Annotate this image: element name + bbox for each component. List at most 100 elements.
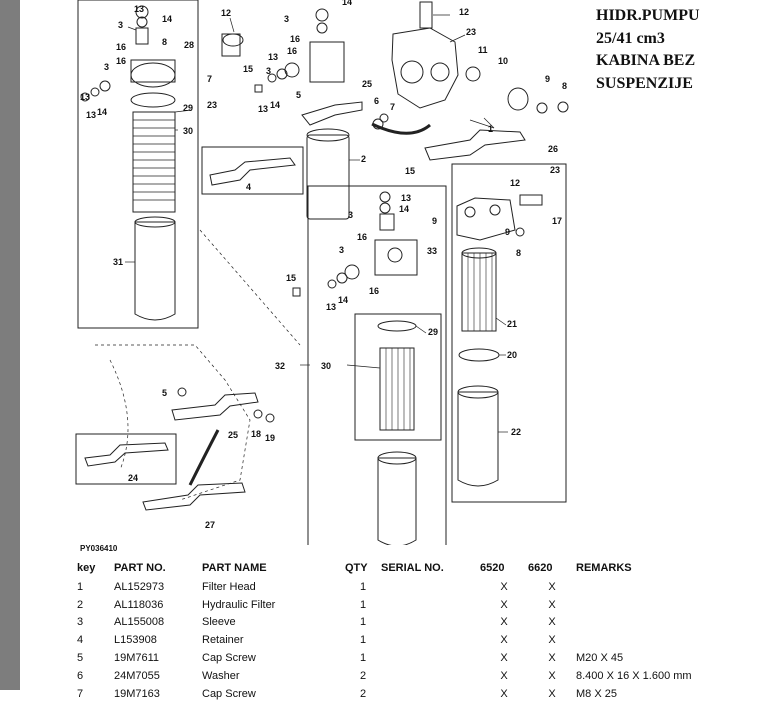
- cell-remarks: [576, 578, 706, 596]
- callout-4: 4: [246, 182, 251, 192]
- callout-13d: 13: [268, 52, 278, 62]
- retainer-24-box: [75, 433, 177, 485]
- cell-6620: X: [548, 598, 556, 611]
- callout-23b: 23: [466, 27, 476, 37]
- cell-qty: 2: [359, 669, 367, 682]
- callout-14a: 14: [162, 14, 172, 24]
- callout-5a: 5: [296, 90, 301, 100]
- cell-part-name: Sleeve: [202, 616, 236, 629]
- cell-qty: 2: [359, 687, 367, 700]
- cell-qty: 1: [359, 652, 367, 665]
- cell-serial: [381, 631, 480, 649]
- cell-part-no: AL152973: [114, 580, 165, 593]
- callout-8b: 8: [562, 81, 567, 91]
- cell-serial: [381, 649, 480, 667]
- callout-28: 28: [184, 40, 194, 50]
- callout-29a: 29: [183, 103, 193, 113]
- table-row: 6 24M7055 Washer 2 X X 8.400 X 16 X 1.60…: [77, 667, 706, 685]
- title-line-3: KABINA BEZ: [596, 52, 696, 69]
- cell-6620: X: [548, 634, 556, 647]
- table-row: 3 AL155008 Sleeve 1 X X: [77, 614, 706, 632]
- callout-12a: 12: [221, 8, 231, 18]
- document-title: HIDR.PUMPU 25/41 cm3 KABINA BEZ SUSPENZI…: [596, 5, 771, 95]
- cell-serial: [381, 578, 480, 596]
- callout-25a: 25: [362, 79, 372, 89]
- cell-part-name: Washer: [202, 669, 240, 682]
- cell-6520: X: [500, 687, 508, 700]
- callout-15c: 15: [286, 273, 296, 283]
- cell-remarks: M8 X 25: [576, 687, 617, 700]
- callout-2: 2: [361, 154, 366, 164]
- header-remarks: REMARKS: [576, 562, 632, 574]
- cell-qty: 1: [359, 634, 367, 647]
- cell-part-no: AL155008: [114, 616, 165, 629]
- cell-remarks: [576, 596, 706, 614]
- right-filter-box: [451, 163, 567, 503]
- figure-id: PY036410: [80, 544, 118, 553]
- cell-6520: X: [500, 634, 508, 647]
- cell-6620: X: [548, 652, 556, 665]
- callout-33: 33: [427, 246, 437, 256]
- callout-17: 17: [552, 216, 562, 226]
- callout-32: 32: [275, 361, 285, 371]
- callout-16f: 16: [369, 286, 379, 296]
- table-row: 2 AL118036 Hydraulic Filter 1 X X: [77, 596, 706, 614]
- callout-12c: 12: [510, 178, 520, 188]
- cell-part-no: L153908: [114, 634, 157, 647]
- cell-serial: [381, 614, 480, 632]
- header-serial: SERIAL NO.: [381, 562, 444, 574]
- cell-part-no: 24M7055: [114, 669, 160, 682]
- cell-serial: [381, 596, 480, 614]
- cell-6520: X: [500, 580, 508, 593]
- table-header-row: key PART NO. PART NAME QTY SERIAL NO. 65…: [77, 558, 706, 578]
- table-row: 1 AL152973 Filter Head 1 X X: [77, 578, 706, 596]
- callout-9a: 9: [545, 74, 550, 84]
- cell-part-name: Filter Head: [202, 580, 256, 593]
- cell-key: 1: [77, 580, 84, 593]
- cell-key: 2: [77, 598, 84, 611]
- callout-1: 1: [488, 124, 493, 134]
- cell-6620: X: [548, 616, 556, 629]
- title-line-4: SUSPENZIJE: [596, 74, 693, 92]
- cell-key: 5: [77, 652, 84, 665]
- cell-6520: X: [500, 598, 508, 611]
- parts-table: key PART NO. PART NAME QTY SERIAL NO. 65…: [77, 558, 706, 703]
- callout-3b: 3: [104, 62, 109, 72]
- callout-7b: 7: [390, 102, 395, 112]
- header-key: key: [77, 562, 96, 574]
- callout-14e: 14: [399, 204, 409, 214]
- cell-part-name: Retainer: [202, 634, 244, 647]
- callout-16a: 16: [116, 42, 126, 52]
- cell-6620: X: [548, 687, 556, 700]
- callout-22: 22: [511, 427, 521, 437]
- callout-16d: 16: [287, 46, 297, 56]
- cell-part-name: Cap Screw: [202, 687, 256, 700]
- retainer-4-box: [201, 146, 304, 195]
- callout-13g: 13: [326, 302, 336, 312]
- callout-25b: 25: [228, 430, 238, 440]
- callout-13b: 13: [80, 92, 90, 102]
- cell-serial: [381, 667, 480, 685]
- callout-30b: 30: [321, 361, 331, 371]
- left-filter-box: [77, 0, 199, 329]
- cell-part-no: 19M7163: [114, 687, 160, 700]
- callout-13a: 13: [134, 4, 144, 14]
- page-sidebar-strip: [0, 0, 20, 690]
- callout-9c: 9: [505, 227, 510, 237]
- title-line-2: 25/41 cm3: [596, 29, 665, 47]
- cell-part-name: Cap Screw: [202, 652, 256, 665]
- callout-14d: 14: [342, 0, 352, 7]
- callout-31: 31: [113, 257, 123, 267]
- callout-15b: 15: [405, 166, 415, 176]
- cell-part-no: AL118036: [114, 598, 164, 611]
- callout-18: 18: [251, 429, 261, 439]
- cell-6620: X: [548, 669, 556, 682]
- cell-key: 6: [77, 669, 84, 682]
- title-line-1: HIDR.PUMPU: [596, 7, 700, 24]
- element-30-box: [354, 313, 442, 441]
- callout-3d: 3: [266, 66, 271, 76]
- table-row: 7 19M7163 Cap Screw 2 X X M8 X 25: [77, 685, 706, 703]
- cell-6520: X: [500, 652, 508, 665]
- cell-part-name: Hydraulic Filter: [202, 598, 276, 611]
- callout-7a: 7: [207, 74, 212, 84]
